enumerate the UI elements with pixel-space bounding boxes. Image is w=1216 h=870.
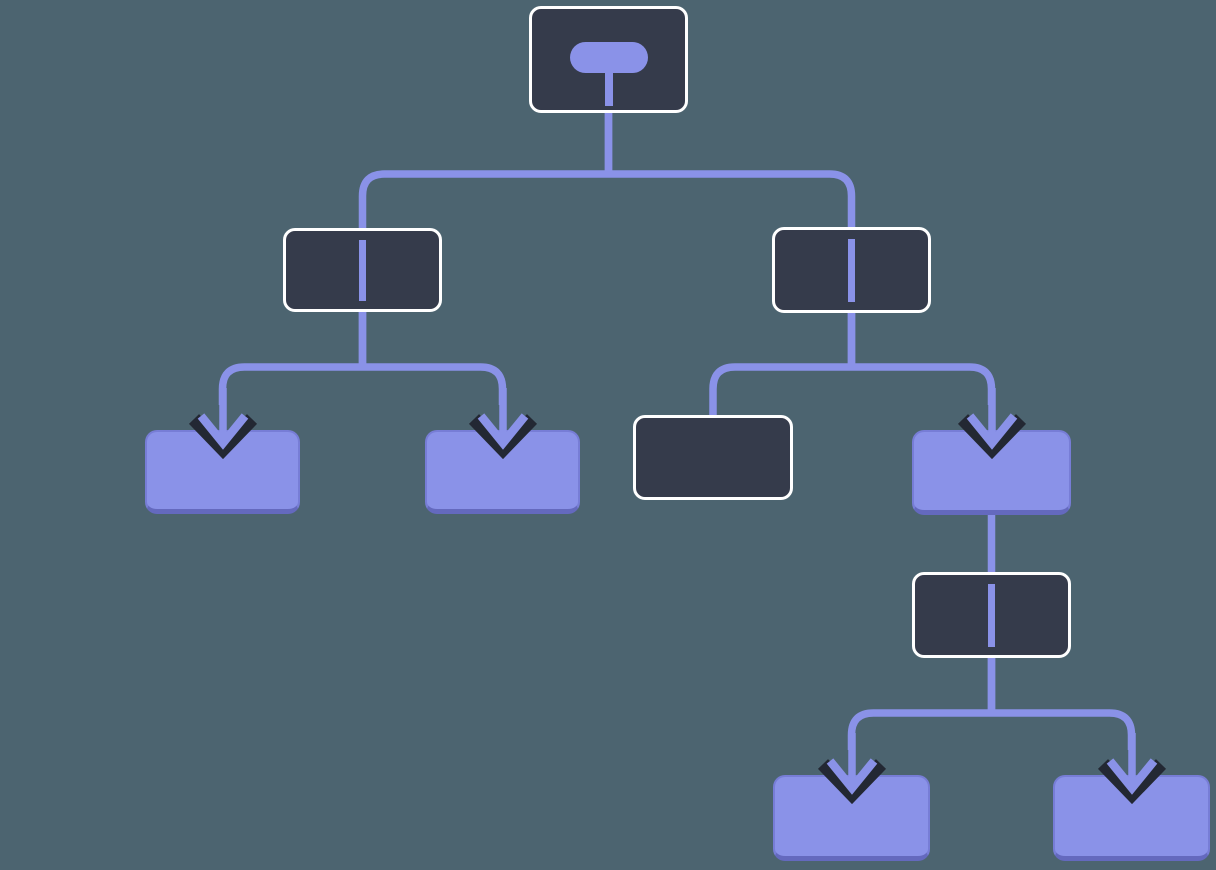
pass-through-line-icon	[359, 240, 366, 301]
edge-l2b-l3d	[847, 313, 996, 405]
root-node[interactable]	[529, 6, 688, 113]
pass-through-line-icon	[848, 239, 855, 302]
pass-through-line-icon	[988, 584, 995, 647]
edge-l4a-l5a	[847, 658, 996, 750]
leaf-node-4[interactable]	[773, 733, 930, 861]
root-pill-stem	[604, 69, 613, 106]
edge-l4a-l5b	[987, 658, 1136, 750]
leaf-node-1[interactable]	[145, 388, 300, 514]
leaf-node-5[interactable]	[1053, 733, 1210, 861]
edge-root-l2b	[604, 113, 856, 247]
branch-node-left[interactable]	[283, 228, 442, 312]
edge-l2a-l3a	[218, 312, 367, 405]
plain-dark-node[interactable]	[633, 415, 793, 500]
root-pill-icon	[569, 42, 648, 73]
leaf-node-3[interactable]	[912, 388, 1071, 515]
branch-node-right[interactable]	[772, 227, 931, 313]
branch-node-lower[interactable]	[912, 572, 1071, 658]
edge-l2a-l3b	[358, 312, 507, 405]
leaf-node-2[interactable]	[425, 388, 580, 514]
